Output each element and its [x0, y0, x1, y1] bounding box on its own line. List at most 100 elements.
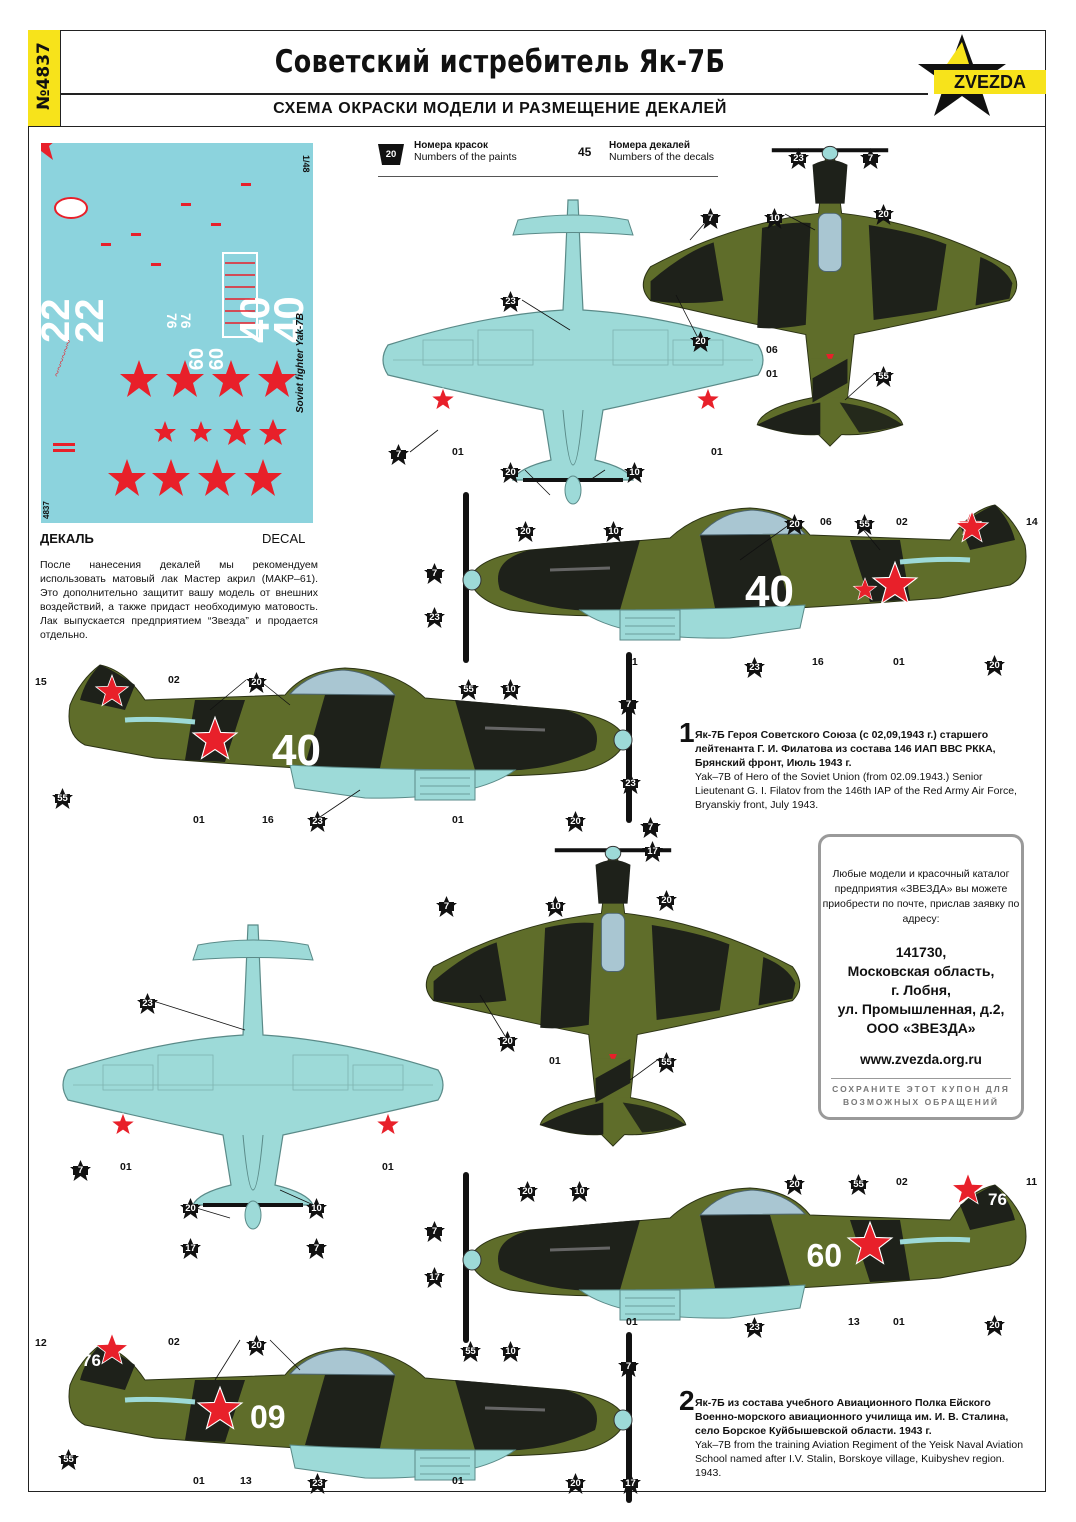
coupon-address-line: 141730, [895, 944, 947, 960]
paint-callout: 17 [620, 1473, 641, 1494]
decal-76-b: 76 [178, 313, 194, 329]
scheme1-caption-ru: Як-7Б Героя Советского Союза (с 02,09,19… [695, 729, 996, 769]
paint-callout-label: 7 [395, 449, 402, 460]
paint-callout: 23 [744, 1317, 765, 1338]
paint-callout: 55 [458, 679, 479, 700]
paint-callout-label: 20 [520, 526, 531, 537]
paint-callout-label: 7 [443, 901, 450, 912]
paint-callout: 55 [873, 366, 894, 387]
decal-note: После нанесения декалей мы рекомендуем и… [40, 559, 318, 641]
paint-callout-label: 55 [878, 371, 889, 382]
paint-callout-label: 7 [867, 153, 874, 164]
paint-callout-label: 20 [522, 1186, 533, 1197]
decal-callout: 01 [626, 1316, 638, 1328]
decal-callout: 13 [848, 1316, 860, 1328]
paint-callout: 20 [984, 1315, 1005, 1336]
paint-callout-label: 7 [707, 213, 714, 224]
scheme1-side-number-left: 40 [272, 726, 321, 775]
paint-callout: 20 [497, 1031, 518, 1052]
paint-callout-label: 10 [608, 526, 619, 537]
legend: 20 Номера красок Numbers of the paints 4… [378, 140, 718, 177]
paint-callout: 20 [873, 204, 894, 225]
paint-callout-label: 20 [789, 1179, 800, 1190]
order-coupon: Любые модели и красочный каталог предпри… [818, 834, 1024, 1120]
paint-callout-label: 20 [251, 1340, 262, 1351]
decal-callout: 01 [120, 1161, 132, 1173]
paint-callout-label: 23 [793, 153, 804, 164]
paint-callout: 10 [500, 679, 521, 700]
decal-callout: 01 [193, 814, 205, 826]
scheme2-side-number-right: 09 [806, 1237, 842, 1273]
paint-callout-label: 23 [749, 1322, 760, 1333]
paint-callout-label: 17 [625, 1478, 636, 1489]
paint-callout: 55 [848, 1174, 869, 1195]
paint-callout-label: 55 [859, 519, 870, 530]
paint-callout-label: 23 [142, 998, 153, 1009]
legend-paint-sample: 20 [385, 149, 397, 160]
paint-callout: 7 [618, 1356, 639, 1377]
header-rule [60, 126, 1046, 127]
paint-callout-label: 10 [574, 1186, 585, 1197]
paint-callout: 10 [500, 1341, 521, 1362]
paint-callout: 20 [656, 890, 677, 911]
decal-callout: 11 [1026, 1176, 1038, 1188]
decal-callout: 02 [168, 674, 180, 686]
paint-callout: 10 [624, 462, 645, 483]
paint-callout-label: 23 [429, 612, 440, 623]
paint-callout: 7 [700, 208, 721, 229]
paint-callout-label: 23 [505, 296, 516, 307]
paint-callout: 7 [306, 1238, 327, 1259]
coupon-intro: Любые модели и красочный каталог предпри… [822, 868, 1020, 925]
paint-callout: 20 [500, 462, 521, 483]
paint-callout-label: 55 [853, 1179, 864, 1190]
paint-callout: 7 [70, 1160, 91, 1181]
legend-paint-en: Numbers of the paints [414, 151, 517, 163]
legend-decal-ru: Номера декалей [609, 140, 691, 151]
decal-label-ru: ДЕКАЛЬ [40, 531, 94, 546]
paint-callout: 23 [307, 811, 328, 832]
paint-callout: 23 [744, 657, 765, 678]
title-rule [60, 93, 928, 95]
paint-callout-label: 20 [505, 467, 516, 478]
paint-callout-label: 20 [695, 336, 706, 347]
decal-callout: 02 [168, 1336, 180, 1348]
paint-callout-label: 10 [629, 467, 640, 478]
page-frame [28, 30, 1046, 1492]
decal-scale: 1/48 [301, 155, 311, 173]
decal-22-b: 22 [68, 299, 112, 344]
paint-callout: 20 [515, 521, 536, 542]
paint-callout: 55 [656, 1052, 677, 1073]
decal-callout: 01 [452, 446, 464, 458]
paint-callout-label: 55 [63, 1454, 74, 1465]
decal-callout: 06 [766, 344, 778, 356]
paint-callout: 20 [565, 1473, 586, 1494]
paint-callout: 20 [690, 331, 711, 352]
scheme2-number: 2 [679, 1385, 695, 1416]
paint-callout-label: 20 [878, 209, 889, 220]
paint-callout: 20 [984, 655, 1005, 676]
paint-callout: 7 [424, 563, 445, 584]
paint-callout: 17 [180, 1238, 201, 1259]
legend-decal-en: Numbers of the decals [609, 151, 715, 163]
paint-callout: 10 [603, 521, 624, 542]
coupon-website[interactable]: www.zvezda.org.ru [860, 1052, 982, 1067]
coupon-keep-note: СОХРАНИТЕ ЭТОТ КУПОН ДЛЯ ВОЗМОЖНЫХ ОБРАЩ… [831, 1078, 1011, 1109]
decal-callout: 14 [1026, 516, 1038, 528]
decal-40-b: 40 [265, 296, 312, 343]
paint-callout-label: 23 [625, 778, 636, 789]
paint-callout: 23 [424, 607, 445, 628]
paint-callout: 7 [618, 694, 639, 715]
paint-callout-label: 55 [465, 1346, 476, 1357]
paint-callout-label: 7 [625, 1361, 632, 1372]
paint-callout-label: 20 [989, 660, 1000, 671]
paint-callout-label: 55 [463, 684, 474, 695]
paint-callout: 10 [569, 1181, 590, 1202]
scheme1-number: 1 [679, 717, 695, 748]
paint-callout: 55 [52, 788, 73, 809]
paint-callout: 20 [517, 1181, 538, 1202]
decal-callout: 02 [896, 1176, 908, 1188]
coupon-address: 141730, Московская область, г. Лобня, ул… [821, 943, 1021, 1038]
decal-callout: 16 [262, 814, 274, 826]
zvezda-logo: ZVEZDA [918, 34, 1046, 116]
